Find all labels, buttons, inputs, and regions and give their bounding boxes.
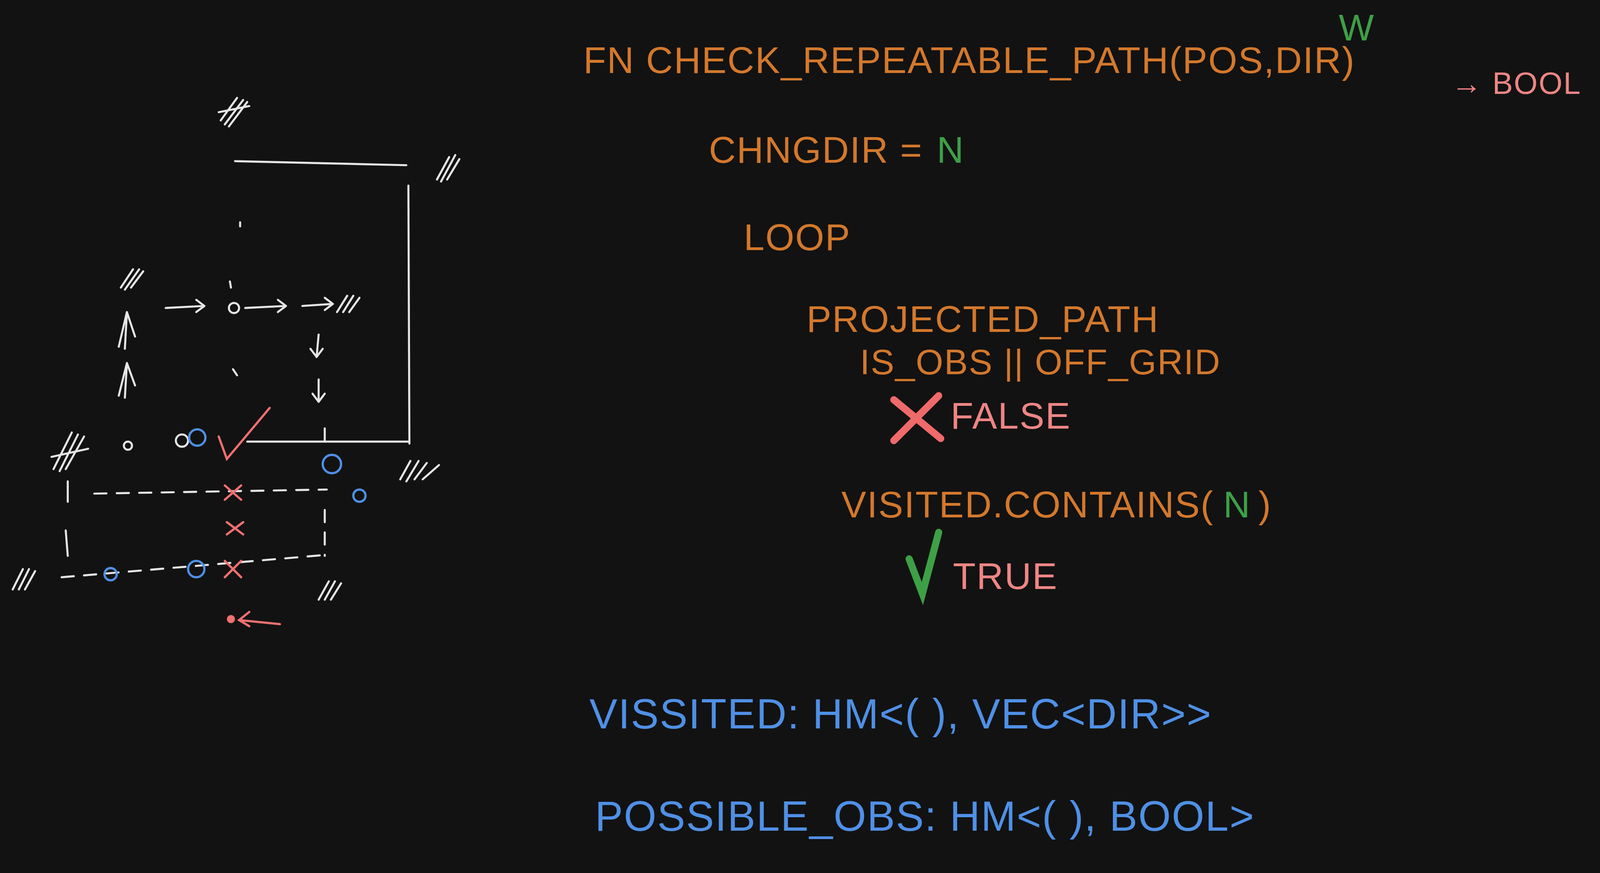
type-declaration: VISSITED: HM<( ), VEC<DIR>>	[589, 688, 1212, 740]
grid-dot	[123, 441, 133, 450]
possible-obstacle	[104, 429, 366, 581]
code-call: VISITED.CONTAINS(	[841, 482, 1214, 528]
code-line: CHNGDIR =	[708, 127, 923, 173]
code-call: )	[1258, 482, 1272, 528]
true-check	[909, 532, 939, 594]
obstacle-marks	[12, 98, 460, 600]
return-value: FALSE	[950, 393, 1072, 439]
return-value: TRUE	[952, 554, 1058, 599]
dashed-loop	[65, 481, 68, 556]
code-condition: IS_OBS || OFF_GRID	[859, 340, 1222, 384]
grid-dot	[175, 434, 188, 447]
grid-tick	[323, 428, 326, 442]
function-signature: FN CHECK_REPEATABLE_PATH(POS,DIR)	[583, 38, 1356, 83]
code-keyword: LOOP	[743, 215, 851, 260]
code-var: N	[936, 127, 965, 173]
path-arrows	[118, 222, 333, 402]
return-type: → BOOL	[1451, 65, 1582, 102]
grid-wall	[408, 185, 410, 444]
code-line: PROJECTED_PATH	[806, 297, 1159, 342]
visited-marks	[226, 614, 236, 624]
false-cross	[893, 395, 941, 441]
visited-marks	[218, 408, 280, 627]
dashed-loop	[61, 489, 327, 578]
type-declaration: POSSIBLE_OBS: HM<( ), BOOL>	[595, 791, 1255, 842]
grid-wall	[235, 161, 407, 166]
code-var: N	[1223, 482, 1251, 528]
grid-wall	[247, 440, 409, 443]
